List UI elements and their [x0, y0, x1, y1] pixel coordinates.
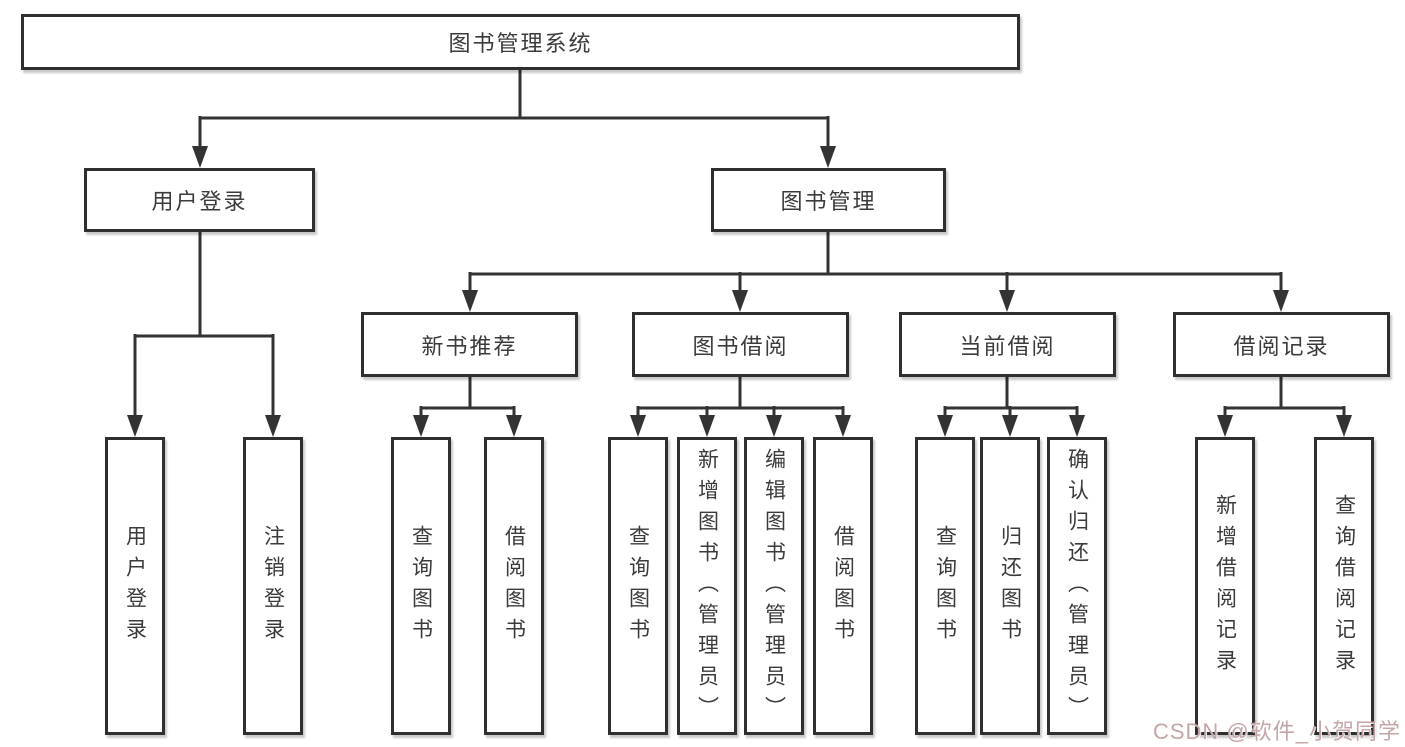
node-book-management-label: 图书管理 — [780, 189, 877, 214]
leaf-add-borrow-record: 新增借阅记录 — [1195, 437, 1255, 735]
leaf-query-books-recommend-label: 查询图书 — [409, 525, 433, 649]
branch-user-login — [127, 230, 281, 437]
node-book-borrow-label: 图书借阅 — [692, 333, 789, 359]
leaf-user-login: 用户登录 — [105, 437, 165, 735]
branch-current-borrow — [937, 375, 1085, 437]
leaf-borrow-books-2-label: 借阅图书 — [831, 525, 855, 649]
node-root: 图书管理系统 — [21, 14, 1020, 70]
node-new-book-recommend-label: 新书推荐 — [421, 333, 518, 359]
leaf-add-book-admin: 新增图书（管理员） — [677, 437, 737, 735]
csdn-watermark: CSDN @软件_小贺同学 — [1152, 719, 1401, 744]
node-borrow-records: 借阅记录 — [1173, 312, 1390, 377]
leaf-query-borrow-record: 查询借阅记录 — [1314, 437, 1374, 735]
node-current-borrow-label: 当前借阅 — [959, 333, 1056, 359]
branch-book-borrow — [630, 375, 851, 437]
leaf-user-login-label: 用户登录 — [123, 525, 147, 649]
branch-new-book-recommend — [413, 375, 522, 437]
node-book-borrow: 图书借阅 — [632, 312, 849, 377]
leaf-query-books-recommend: 查询图书 — [391, 437, 451, 735]
leaf-confirm-return-admin: 确认归还（管理员） — [1047, 437, 1107, 735]
branch-borrow-records — [1217, 375, 1352, 437]
node-borrow-records-label: 借阅记录 — [1233, 333, 1330, 359]
leaf-borrow-books-2: 借阅图书 — [813, 437, 873, 735]
leaf-confirm-return-admin-label: 确认归还（管理员） — [1065, 447, 1089, 727]
leaf-borrow-books-recommend: 借阅图书 — [484, 437, 544, 735]
node-user-login-label: 用户登录 — [151, 189, 248, 214]
leaf-borrow-books-recommend-label: 借阅图书 — [502, 525, 526, 649]
leaf-query-borrow-record-label: 查询借阅记录 — [1332, 494, 1356, 680]
leaf-query-books-current-label: 查询图书 — [933, 525, 957, 649]
leaf-query-books-current: 查询图书 — [915, 437, 975, 735]
leaf-add-borrow-record-label: 新增借阅记录 — [1213, 494, 1237, 680]
leaf-logout-label: 注销登录 — [261, 525, 285, 649]
node-current-borrow: 当前借阅 — [899, 312, 1116, 377]
branch-book-management — [462, 230, 1289, 312]
leaf-edit-book-admin: 编辑图书（管理员） — [744, 437, 804, 735]
leaf-logout: 注销登录 — [243, 437, 303, 735]
node-book-management: 图书管理 — [711, 168, 946, 232]
leaf-add-book-admin-label: 新增图书（管理员） — [695, 447, 719, 727]
node-user-login: 用户登录 — [84, 168, 315, 232]
node-root-label: 图书管理系统 — [448, 31, 593, 56]
leaf-query-books-borrow-label: 查询图书 — [626, 525, 650, 649]
leaf-return-book-label: 归还图书 — [998, 525, 1022, 649]
leaf-query-books-borrow: 查询图书 — [608, 437, 668, 735]
leaf-return-book: 归还图书 — [980, 437, 1040, 735]
leaf-edit-book-admin-label: 编辑图书（管理员） — [762, 447, 786, 727]
node-new-book-recommend: 新书推荐 — [361, 312, 578, 377]
branch-root — [192, 68, 836, 168]
